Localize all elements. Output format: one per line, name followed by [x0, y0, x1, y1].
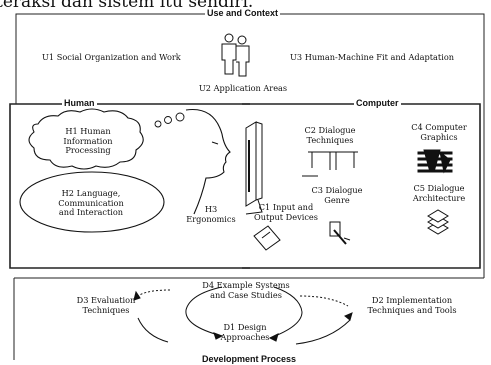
node-c5: C5 Dialogue Architecture: [412, 183, 466, 203]
monitor-icon: [245, 121, 263, 215]
dialogue-icon: [302, 151, 358, 177]
node-h2: H2 Language, Communication and Interacti…: [58, 188, 124, 217]
head-profile: [185, 108, 231, 215]
node-c4: C4 Computer Graphics: [411, 122, 467, 142]
node-u3: U3 Human-Machine Fit and Adaptation: [290, 52, 455, 62]
node-c1: C1 Input and Output Devices: [254, 202, 318, 222]
node-d4: D4 Example Systems and Case Studies: [202, 280, 290, 300]
node-h3: H3 Ergonomics: [186, 204, 236, 224]
cropped-caption-fragment: teraksi dan sistem itu sendiri.: [0, 0, 254, 12]
node-c3: C3 Dialogue Genre: [311, 185, 363, 205]
node-u1: U1 Social Organization and Work: [42, 52, 181, 62]
node-d1: D1 Design Approaches: [220, 322, 270, 342]
section-human: Human: [62, 98, 97, 108]
section-development-process: Development Process: [200, 354, 299, 364]
speech-ellipse: [19, 171, 165, 233]
process-frame: [13, 277, 484, 360]
node-c2: C2 Dialogue Techniques: [304, 125, 356, 145]
process-arrows: [133, 286, 353, 345]
node-u2: U2 Application Areas: [198, 83, 288, 93]
section-computer: Computer: [354, 98, 401, 108]
section-use-and-context: Use and Context: [205, 8, 281, 18]
node-h1: H1 Human Information Processing: [63, 126, 113, 155]
people-icon: [221, 33, 250, 77]
human-frame: [9, 103, 250, 269]
input-device-icon: [253, 225, 281, 251]
layers-icon: [427, 209, 449, 235]
node-d2: D2 Implementation Techniques and Tools: [367, 295, 457, 315]
node-d3: D3 Evaluation Techniques: [76, 295, 136, 315]
genre-icon: [329, 221, 351, 245]
thought-cloud: [28, 108, 144, 170]
graphics-icon: [417, 149, 453, 174]
